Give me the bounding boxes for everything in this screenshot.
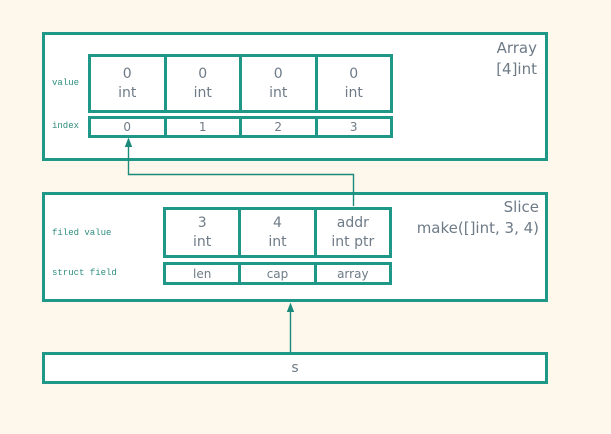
cell-value: 3 xyxy=(197,214,207,231)
array-value-cell-1: 0 int xyxy=(166,57,239,110)
cell-value: addr xyxy=(336,214,369,231)
array-index-cell-3: 3 xyxy=(317,119,390,135)
slice-len-cell: 3 int xyxy=(166,210,239,255)
slice-title-line2: make([]int, 3, 4) xyxy=(416,219,539,237)
slice-field-cap: cap xyxy=(241,265,314,282)
cell-value: 4 xyxy=(273,214,282,231)
array-value-row-label: value xyxy=(52,78,80,88)
slice-box-title: Slice make([]int, 3, 4) xyxy=(319,197,539,239)
slice-field-array: array xyxy=(316,265,389,282)
arrowhead-icon xyxy=(286,302,295,312)
cell-type: int xyxy=(344,84,363,101)
array-title-line2: [4]int xyxy=(496,60,537,78)
array-value-cells: 0 int 0 int 0 int 0 int xyxy=(88,54,393,113)
array-title-line1: Array xyxy=(496,39,537,57)
cell-type: int ptr xyxy=(331,233,375,250)
cell-value: 0 xyxy=(273,65,283,82)
cell-type: int xyxy=(268,233,287,250)
array-index-row-label: index xyxy=(52,121,80,131)
slice-field-row-label: struct field xyxy=(52,268,117,278)
array-value-cell-3: 0 int xyxy=(317,57,390,110)
cell-type: int xyxy=(118,84,137,101)
slice-field-cells: len cap array xyxy=(163,262,392,285)
array-index-cell-0: 0 xyxy=(91,119,164,135)
s-variable-label: s xyxy=(291,360,299,376)
s-variable-box: s xyxy=(42,352,548,384)
cell-value: 0 xyxy=(349,65,359,82)
slice-field-len: len xyxy=(166,265,239,282)
array-index-cell-1: 1 xyxy=(166,119,239,135)
slice-value-row-label: filed value xyxy=(52,228,112,238)
array-index-cells: 0 1 2 3 xyxy=(88,116,393,138)
cell-type: int xyxy=(193,84,212,101)
cell-value: 0 xyxy=(198,65,208,82)
slice-title-line1: Slice xyxy=(503,198,539,216)
slice-value-cells: 3 int 4 int addr int ptr xyxy=(163,207,392,258)
s-to-slice-arrow xyxy=(286,302,295,352)
cell-type: int xyxy=(269,84,288,101)
slice-cap-cell: 4 int xyxy=(241,210,314,255)
array-box-title: Array [4]int xyxy=(317,38,537,80)
array-index-cell-2: 2 xyxy=(242,119,315,135)
array-value-cell-2: 0 int xyxy=(242,57,315,110)
array-value-cell-0: 0 int xyxy=(91,57,164,110)
slice-array-pointer-cell: addr int ptr xyxy=(316,210,389,255)
array-box: Array [4]int value index 0 int 0 int 0 i… xyxy=(42,32,548,161)
cell-type: int xyxy=(193,233,212,250)
cell-value: 0 xyxy=(122,65,132,82)
slice-box: Slice make([]int, 3, 4) filed value stru… xyxy=(42,192,548,302)
